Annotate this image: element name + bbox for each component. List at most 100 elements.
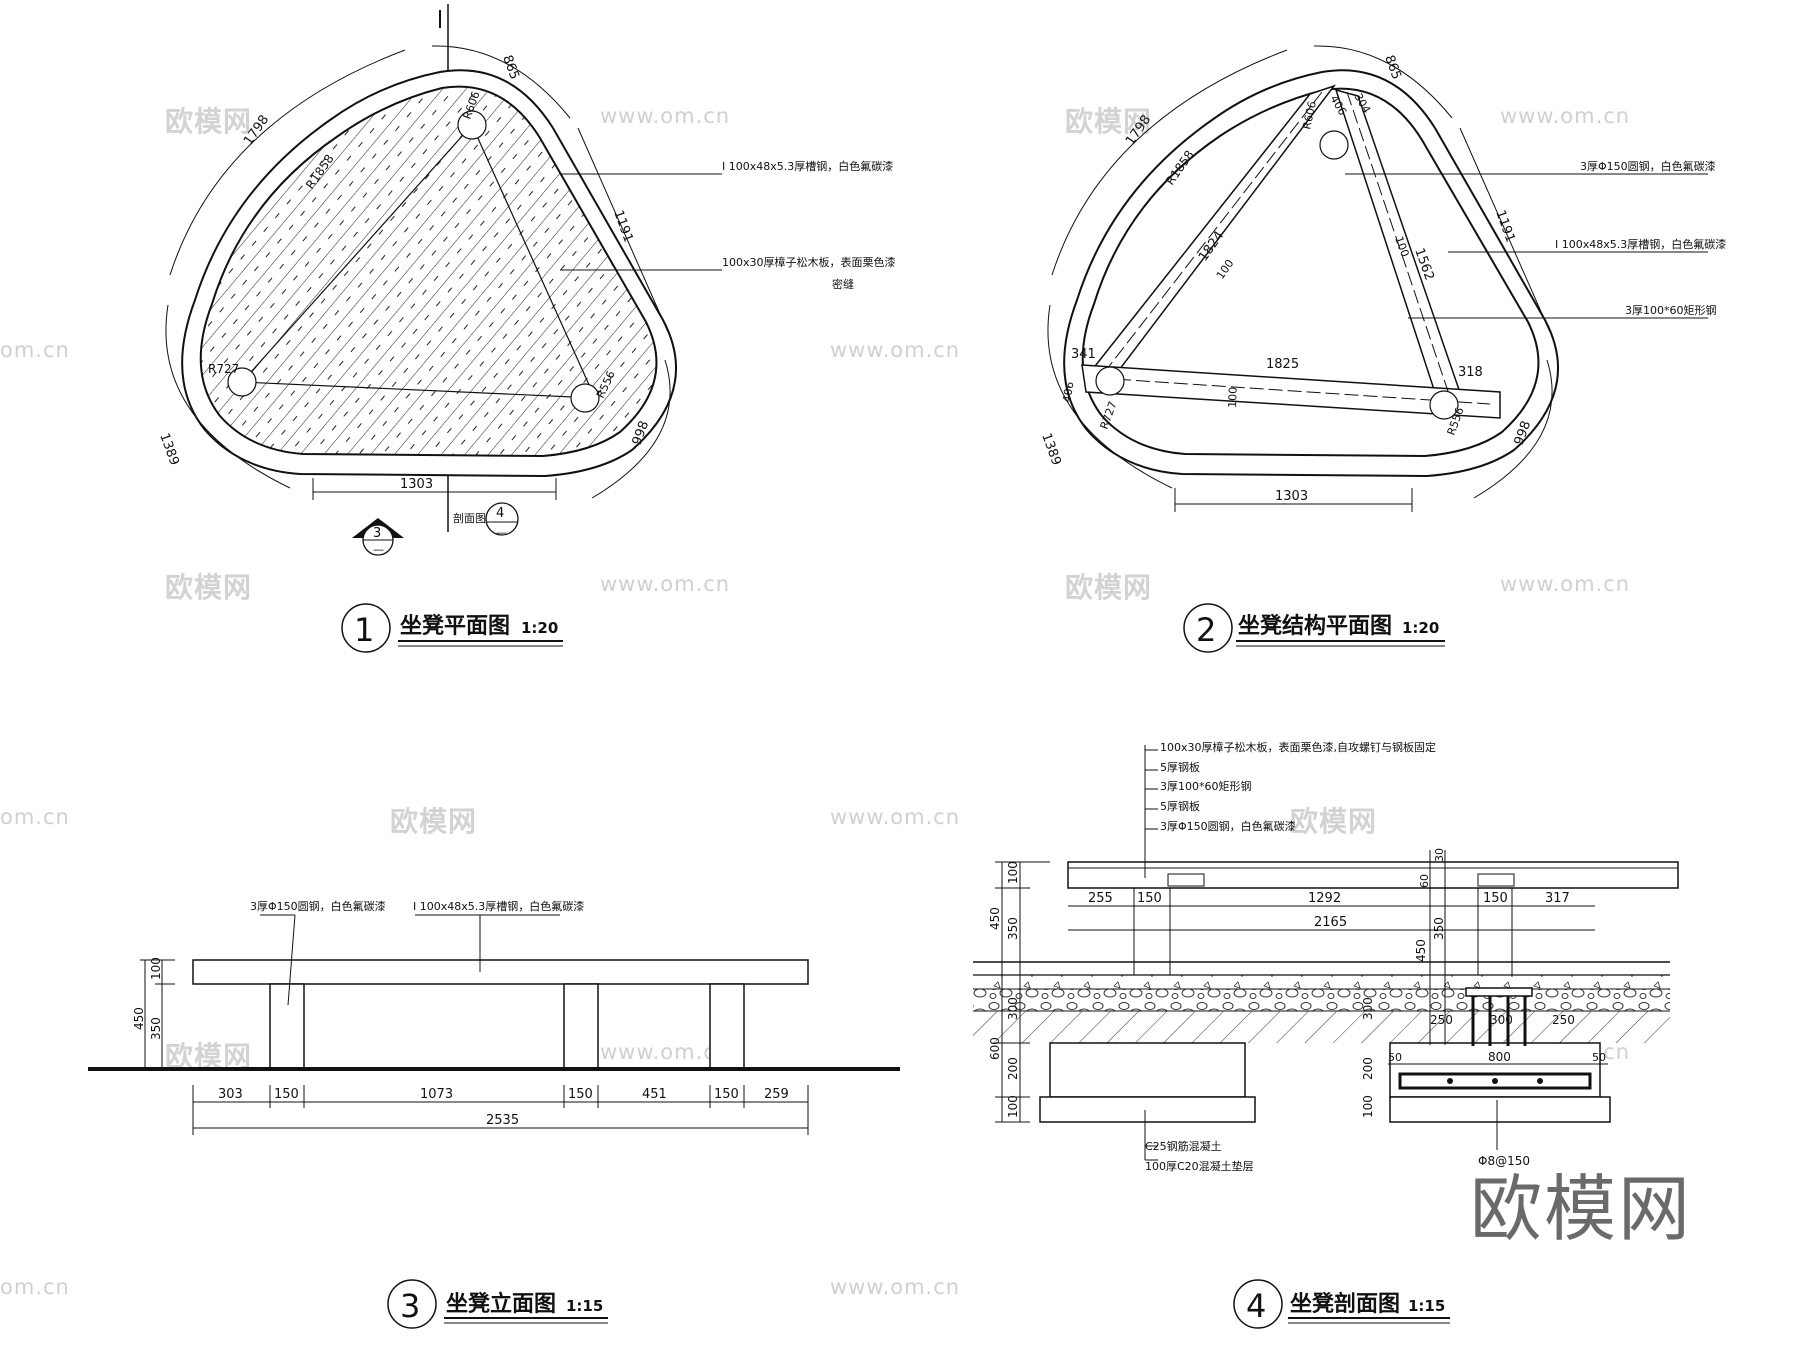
title-scale: 1:20 <box>1402 619 1439 637</box>
footing-dim: 800 <box>1488 1050 1511 1064</box>
sect-hdim: 317 <box>1545 891 1570 906</box>
struct-dim: 406 <box>1060 381 1076 404</box>
watermark: www.om.cn <box>830 805 961 829</box>
sect-mid-vdim: 100 <box>1361 1095 1375 1118</box>
watermark: 欧模网 <box>1065 105 1153 138</box>
plan-dim: 1389 <box>156 431 181 467</box>
sect-note: 100x30厚樟子松木板，表面栗色漆,自攻螺钉与钢板固定 <box>1160 740 1436 754</box>
sect-note: 3厚100*60矩形钢 <box>1160 780 1252 793</box>
section-ref-sheet: — <box>496 526 507 539</box>
watermark-brand-large: 欧模网 <box>1470 1167 1693 1251</box>
sect-vdim: 100 <box>1006 1095 1020 1118</box>
sect-note-bottom: 100厚C20混凝土垫层 <box>1145 1159 1254 1173</box>
elev-hdim: 303 <box>218 1087 243 1102</box>
struct-dim: 1825 <box>1266 357 1299 372</box>
sect-mid-vdim: 300 <box>1361 997 1375 1020</box>
struct-note: 3厚100*60矩形钢 <box>1625 304 1717 317</box>
watermark: www.om.cn <box>600 1040 731 1064</box>
watermark: www.om.cn <box>600 104 731 128</box>
elev-ref-num: 3 <box>373 526 381 541</box>
struct-dim: 865 <box>1381 53 1404 81</box>
struct-note: 3厚Φ150圆钢，白色氟碳漆 <box>1580 159 1716 173</box>
struct-dim: 100 <box>1226 387 1240 408</box>
sect-hdim: 150 <box>1137 891 1162 906</box>
elev-note: I 100x48x5.3厚槽钢，白色氟碳漆 <box>413 899 584 913</box>
plan-dim: 1303 <box>400 477 433 492</box>
watermark: www.om.cn <box>830 338 961 362</box>
sect-vdim: 100 <box>1006 861 1020 884</box>
section-view: 100x30厚樟子松木板，表面栗色漆,自攻螺钉与钢板固定 5厚钢板 3厚100*… <box>973 740 1679 1173</box>
watermark: om.cn <box>0 805 70 829</box>
sect-vdim: 350 <box>1006 917 1020 940</box>
struct-dim: 1798 <box>1123 113 1154 149</box>
plan-note: I 100x48x5.3厚槽钢，白色氟碳漆 <box>722 159 893 173</box>
sect-hdim: 1292 <box>1308 891 1341 906</box>
elev-vdim: 350 <box>149 1017 163 1040</box>
title-plan: 1 坐凳平面图 1:20 <box>341 603 563 653</box>
elev-ref-sheet: — <box>373 543 384 556</box>
title-num: 3 <box>400 1287 420 1325</box>
elevation-view: 3厚Φ150圆钢，白色氟碳漆 I 100x48x5.3厚槽钢，白色氟碳漆 100… <box>88 899 900 1135</box>
struct-dim: 1389 <box>1038 431 1063 467</box>
title-struct: 2 坐凳结构平面图 1:20 <box>1183 603 1445 653</box>
plan-view: I 100x48x5.3厚槽钢，白色氟碳漆 100x30厚樟子松木板，表面栗色漆… <box>156 4 896 556</box>
footing-dim: 250 <box>1430 1013 1453 1027</box>
title-text: 坐凳结构平面图 <box>1238 613 1392 639</box>
footing-dim: 50 <box>1592 1051 1606 1064</box>
sect-vdim: 200 <box>1006 1057 1020 1080</box>
footing-dim: 300 <box>1490 1013 1513 1027</box>
watermark: www.om.cn <box>1500 572 1631 596</box>
struct-dim: R606 <box>1300 100 1319 131</box>
sect-hdim: 255 <box>1088 891 1113 906</box>
sect-vdim: 600 <box>988 1037 1002 1060</box>
sect-mid-vdim: 30 <box>1433 848 1446 862</box>
title-scale: 1:15 <box>1408 1297 1445 1315</box>
sect-total: 2165 <box>1314 915 1347 930</box>
watermark: 欧模网 <box>165 105 253 138</box>
title-elevation: 3 坐凳立面图 1:15 <box>387 1279 608 1329</box>
sect-note-bottom: C25钢筋混凝土 <box>1145 1139 1222 1153</box>
watermark: 欧模网 <box>165 571 253 604</box>
sect-note: 3厚Φ150圆钢，白色氟碳漆 <box>1160 819 1296 833</box>
elev-hdim: 451 <box>642 1087 667 1102</box>
elev-note: 3厚Φ150圆钢，白色氟碳漆 <box>250 899 386 913</box>
title-text: 坐凳立面图 <box>446 1291 556 1317</box>
watermark: om.cn <box>0 338 70 362</box>
elev-total: 2535 <box>486 1113 519 1128</box>
sect-vdim: 300 <box>1006 997 1020 1020</box>
rebar-spec: Φ8@150 <box>1478 1154 1530 1168</box>
struct-note: I 100x48x5.3厚槽钢，白色氟碳漆 <box>1555 237 1726 251</box>
plan-note: 密缝 <box>832 277 854 291</box>
title-text: 坐凳平面图 <box>400 613 510 639</box>
sect-vdim: 450 <box>988 907 1002 930</box>
elev-hdim: 150 <box>714 1087 739 1102</box>
title-scale: 1:20 <box>521 619 558 637</box>
elev-hdim: 150 <box>274 1087 299 1102</box>
title-scale: 1:15 <box>566 1297 603 1315</box>
title-num: 4 <box>1246 1287 1266 1325</box>
elev-hdim: 1073 <box>420 1087 453 1102</box>
struct-dim: 1303 <box>1275 489 1308 504</box>
title-text: 坐凳剖面图 <box>1290 1291 1400 1317</box>
elev-hdim: 259 <box>764 1087 789 1102</box>
footing-dim: 50 <box>1388 1051 1402 1064</box>
struct-dim: 341 <box>1071 347 1096 362</box>
elev-vdim: 450 <box>132 1007 146 1030</box>
plan-dim: R727 <box>208 362 239 376</box>
struct-dim: 318 <box>1458 365 1483 380</box>
section-ref-num: 4 <box>496 506 504 521</box>
plan-dim: 865 <box>499 53 522 81</box>
sect-mid-vdim: 200 <box>1361 1057 1375 1080</box>
sect-mid-vdim: 450 <box>1414 939 1428 962</box>
sect-note: 5厚钢板 <box>1160 799 1200 813</box>
plan-dim: 1798 <box>241 113 272 149</box>
sect-mid-vdim: 60 <box>1418 874 1431 888</box>
sect-note: 5厚钢板 <box>1160 760 1200 774</box>
structure-plan-view: 3厚Φ150圆钢，白色氟碳漆 I 100x48x5.3厚槽钢，白色氟碳漆 3厚1… <box>1038 45 1726 512</box>
watermark: www.om.cn <box>1500 104 1631 128</box>
elev-hdim: 150 <box>568 1087 593 1102</box>
sect-hdim: 150 <box>1483 891 1508 906</box>
title-num: 2 <box>1196 611 1216 649</box>
watermark: 欧模网 <box>390 805 478 838</box>
